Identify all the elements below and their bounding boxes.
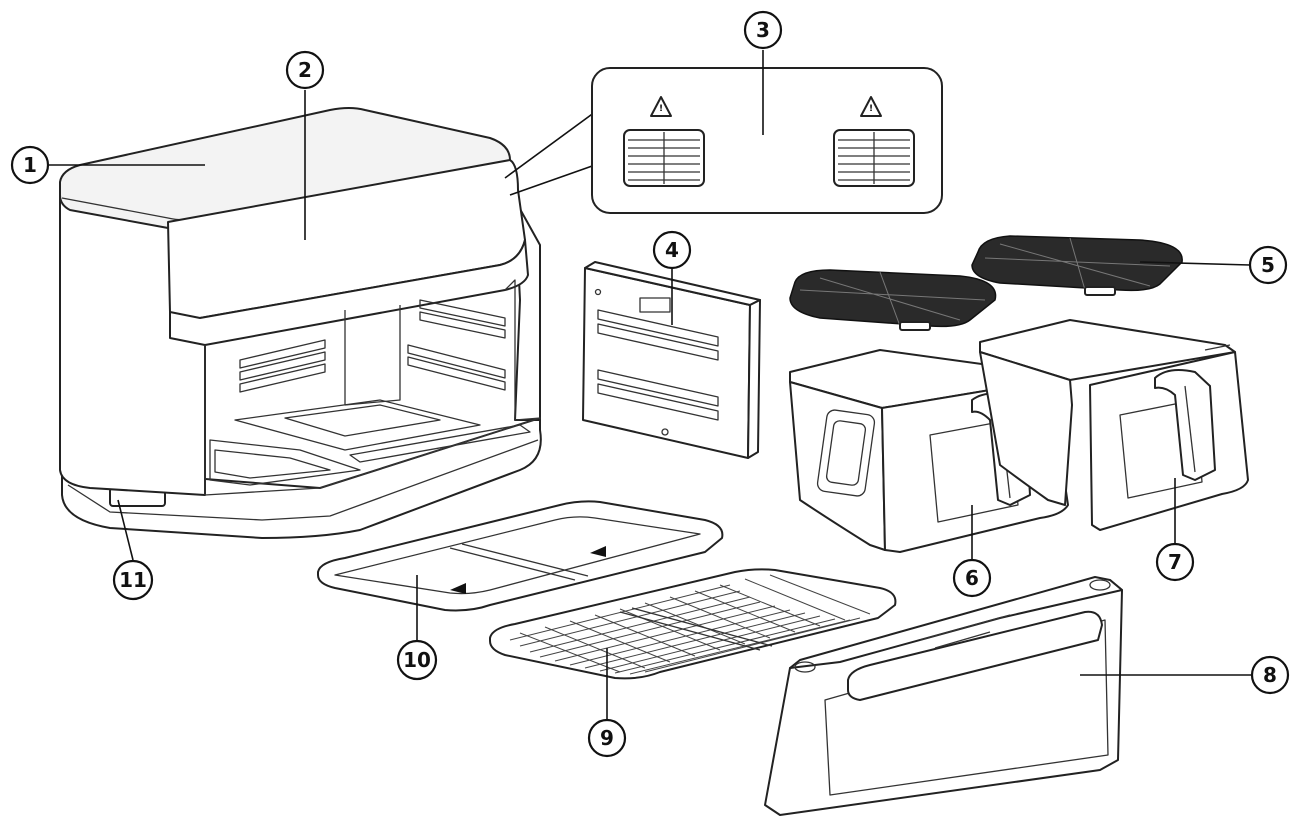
callout-3-label: 3 — [756, 18, 770, 42]
callout-11: 11 — [112, 559, 154, 601]
callout-8-label: 8 — [1263, 663, 1277, 687]
callout-4: 4 — [652, 230, 692, 270]
callout-11-label: 11 — [119, 568, 147, 592]
callout-5: 5 — [1248, 245, 1288, 285]
leader-11 — [117, 499, 134, 561]
filter-inset: ! ! — [504, 67, 943, 214]
callout-6-label: 6 — [965, 566, 979, 590]
air-fryer-body — [59, 107, 542, 539]
basket-left — [789, 349, 1069, 553]
callout-5-label: 5 — [1261, 253, 1275, 277]
callout-3: 3 — [743, 10, 783, 50]
callout-6: 6 — [952, 558, 992, 598]
callout-4-label: 4 — [665, 238, 679, 262]
callout-2: 2 — [285, 50, 325, 90]
callout-1-label: 1 — [23, 153, 37, 177]
filter-left: ! — [623, 96, 705, 187]
callout-1: 1 — [10, 145, 50, 185]
callout-10-label: 10 — [403, 648, 431, 672]
callout-9-label: 9 — [600, 726, 614, 750]
leader-lines — [48, 50, 1252, 720]
grill-plate-left — [789, 269, 997, 331]
svg-text:!: ! — [869, 104, 873, 114]
callout-7: 7 — [1155, 542, 1195, 582]
mesh-grid — [509, 574, 871, 675]
callout-9: 9 — [587, 718, 627, 758]
svg-text:!: ! — [659, 104, 663, 114]
leader-5 — [1139, 261, 1251, 266]
callout-7-label: 7 — [1168, 550, 1182, 574]
basket-right — [979, 319, 1249, 531]
callout-2-label: 2 — [298, 58, 312, 82]
drip-tray — [317, 500, 724, 612]
callout-8: 8 — [1250, 655, 1290, 695]
front-door — [764, 576, 1123, 816]
grill-plate-right — [971, 235, 1183, 296]
mesh-tray — [489, 568, 897, 680]
callout-10: 10 — [396, 639, 438, 681]
filter-right: ! — [833, 96, 915, 187]
